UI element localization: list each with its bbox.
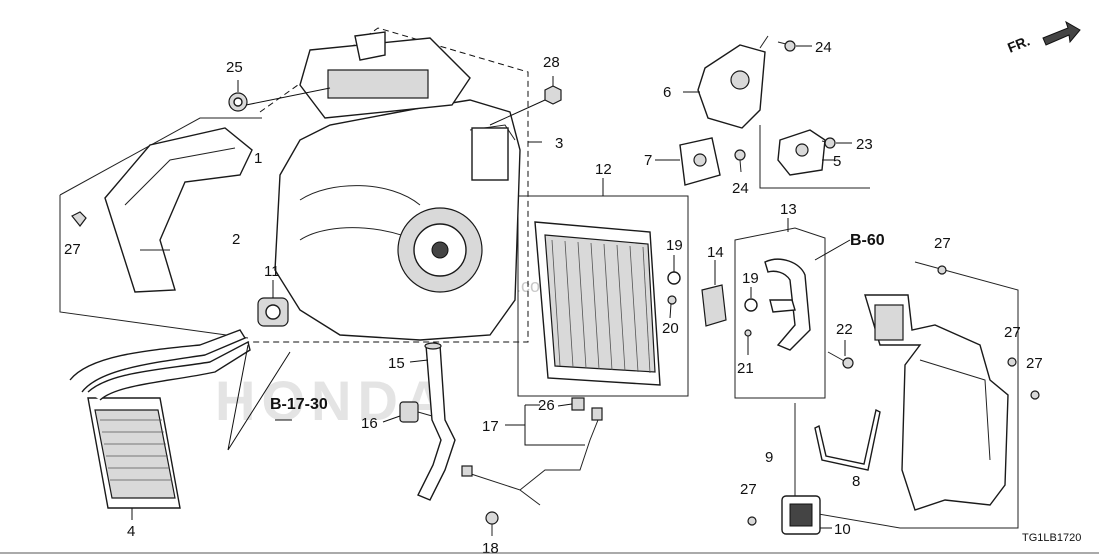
callout-24-b: 24 bbox=[732, 180, 749, 197]
callout-6: 6 bbox=[663, 84, 671, 101]
reference-b-60: B-60 bbox=[850, 232, 885, 249]
screw-part-d bbox=[821, 137, 836, 149]
power-transistor-part bbox=[781, 495, 821, 535]
heater-unit-part bbox=[274, 31, 521, 341]
callout-8: 8 bbox=[852, 473, 860, 490]
expansion-valve-part bbox=[701, 284, 727, 327]
callout-11: 11 bbox=[264, 263, 280, 280]
duct-group-line bbox=[59, 117, 262, 196]
callout-14: 14 bbox=[707, 244, 724, 261]
callout-13: 13 bbox=[780, 201, 797, 218]
callout-5: 5 bbox=[833, 153, 841, 170]
sensor-part bbox=[399, 401, 433, 423]
callout-3: 3 bbox=[555, 135, 563, 152]
callout-19-b: 19 bbox=[742, 270, 759, 287]
screw-part bbox=[485, 511, 499, 536]
drain-hose-part bbox=[417, 342, 456, 501]
callout-27-e: 27 bbox=[740, 481, 757, 498]
callout-18: 18 bbox=[482, 540, 499, 557]
heater-unit-group-outline bbox=[248, 27, 529, 343]
nut-part bbox=[544, 85, 562, 105]
recirculation-motor-part bbox=[777, 129, 826, 176]
clip-part-c bbox=[1007, 357, 1017, 367]
clip-part bbox=[71, 211, 87, 227]
front-direction-arrow bbox=[1042, 20, 1081, 46]
clip-part-d bbox=[1030, 390, 1040, 400]
reference-b-17-30: B-17-30 bbox=[270, 396, 328, 413]
o-ring-part bbox=[667, 271, 681, 285]
callout-16: 16 bbox=[361, 415, 378, 432]
duct-group-line-lower bbox=[59, 195, 249, 339]
callout-15: 15 bbox=[388, 355, 405, 372]
callout-4: 4 bbox=[127, 523, 135, 540]
callout-25: 25 bbox=[226, 59, 243, 76]
bolt-part bbox=[827, 351, 854, 369]
o-ring-small-part-b bbox=[744, 329, 752, 337]
callout-20: 20 bbox=[662, 320, 679, 337]
wire-harness-part bbox=[461, 397, 603, 506]
callout-10: 10 bbox=[834, 521, 851, 538]
evaporator-group-box bbox=[517, 195, 689, 397]
callout-27: 27 bbox=[64, 241, 81, 258]
callout-24: 24 bbox=[815, 39, 832, 56]
packing-part bbox=[257, 297, 289, 327]
screw-part-c bbox=[734, 149, 746, 173]
clip-part-e bbox=[747, 516, 757, 526]
callout-28: 28 bbox=[543, 54, 560, 71]
callout-12: 12 bbox=[595, 161, 612, 178]
diagram-code: TG1LB1720 bbox=[1022, 532, 1081, 544]
evaporator-part bbox=[534, 221, 661, 386]
callout-27-d: 27 bbox=[1026, 355, 1043, 372]
callout-9: 9 bbox=[765, 449, 773, 466]
duct-part bbox=[104, 127, 253, 293]
ac-pipe-part bbox=[764, 258, 811, 351]
lower-housing-part bbox=[864, 294, 1009, 511]
mode-motor-part bbox=[697, 35, 769, 129]
callout-1: 1 bbox=[254, 150, 262, 167]
callout-17: 17 bbox=[482, 418, 499, 435]
callout-2: 2 bbox=[232, 231, 240, 248]
callout-7: 7 bbox=[644, 152, 652, 169]
o-ring-part-b bbox=[744, 298, 758, 312]
grommet-part bbox=[228, 92, 248, 112]
front-direction-label: FR. bbox=[1005, 32, 1032, 55]
callout-27-c: 27 bbox=[1004, 324, 1021, 341]
callout-26: 26 bbox=[538, 397, 555, 414]
air-mix-motor-part bbox=[679, 137, 721, 186]
callout-27-b: 27 bbox=[934, 235, 951, 252]
link-rod-part bbox=[814, 408, 881, 471]
clip-part-b bbox=[937, 265, 947, 275]
o-ring-small-part bbox=[667, 295, 677, 305]
heater-core-part bbox=[69, 329, 251, 509]
callout-22: 22 bbox=[836, 321, 853, 338]
screw-part-b bbox=[777, 40, 796, 52]
callout-21: 21 bbox=[737, 360, 754, 377]
callout-19: 19 bbox=[666, 237, 683, 254]
motor-group-line bbox=[759, 125, 870, 189]
housing-group-line bbox=[794, 261, 1019, 529]
callout-23: 23 bbox=[856, 136, 873, 153]
pipe-group-box bbox=[734, 227, 826, 399]
